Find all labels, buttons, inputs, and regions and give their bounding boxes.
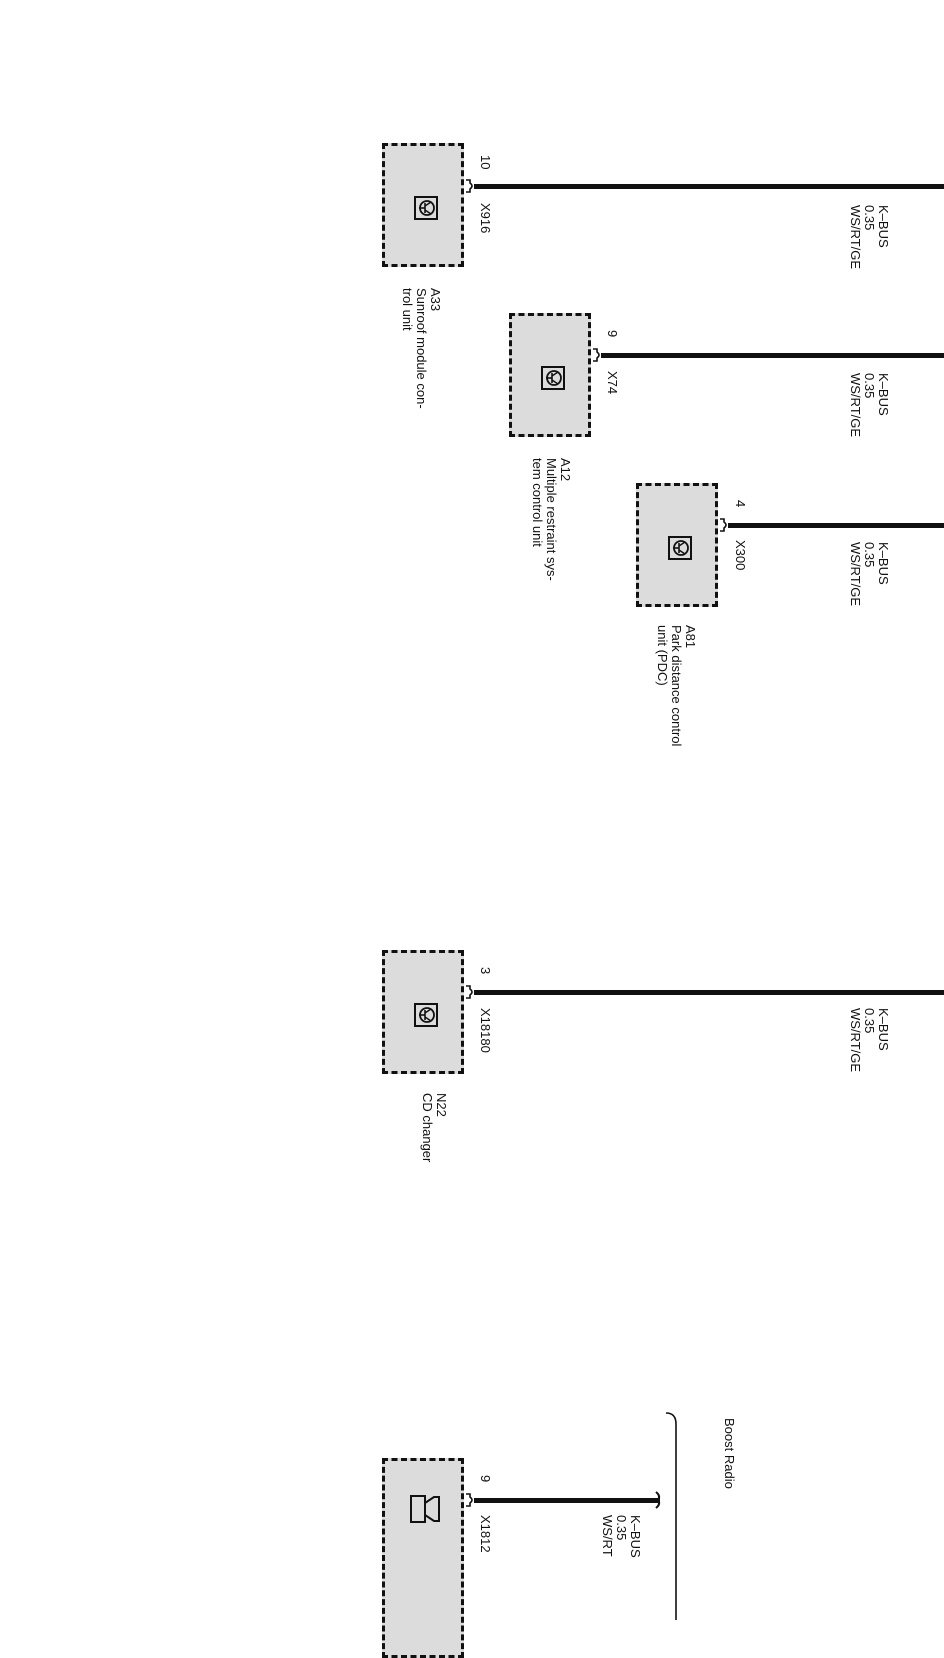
control-unit-box[interactable] — [509, 313, 591, 437]
connector-pin-icon — [466, 179, 474, 193]
connector-id: X916 — [478, 203, 493, 234]
k-bus-wire[interactable] — [728, 523, 944, 528]
pin-number: 3 — [478, 967, 493, 975]
connector-pin-icon — [720, 518, 728, 532]
control-unit-box[interactable] — [382, 143, 464, 267]
connector-id: X18180 — [478, 1008, 493, 1053]
connector-id: X1812 — [478, 1515, 493, 1553]
control-unit-icon — [668, 536, 692, 560]
control-unit-icon — [414, 196, 438, 220]
k-bus-wire[interactable] — [474, 1498, 660, 1503]
pin-number: 4 — [733, 500, 748, 508]
pin-number: 9 — [605, 330, 620, 338]
connector-id: X74 — [605, 371, 620, 395]
k-bus-wire[interactable] — [474, 184, 944, 189]
pin-number: 10 — [478, 155, 493, 170]
bracket — [665, 1412, 677, 1620]
control-unit-box[interactable] — [636, 483, 718, 607]
control-unit-icon — [414, 1003, 438, 1027]
radio-box[interactable] — [382, 1458, 464, 1658]
control-unit-box[interactable] — [382, 950, 464, 1074]
control-unit-icon — [541, 366, 565, 390]
pin-number: 9 — [478, 1475, 493, 1483]
connector-pin-icon — [466, 985, 474, 999]
connector-pin-icon — [593, 348, 601, 362]
speaker-icon — [410, 1495, 440, 1523]
k-bus-wire[interactable] — [474, 990, 944, 995]
wire-end-icon — [655, 1491, 661, 1509]
connector-pin-icon — [466, 1493, 474, 1507]
k-bus-wire[interactable] — [601, 353, 944, 358]
bracket-label: Boost Radio — [722, 1418, 737, 1489]
connector-id: X300 — [733, 540, 748, 571]
